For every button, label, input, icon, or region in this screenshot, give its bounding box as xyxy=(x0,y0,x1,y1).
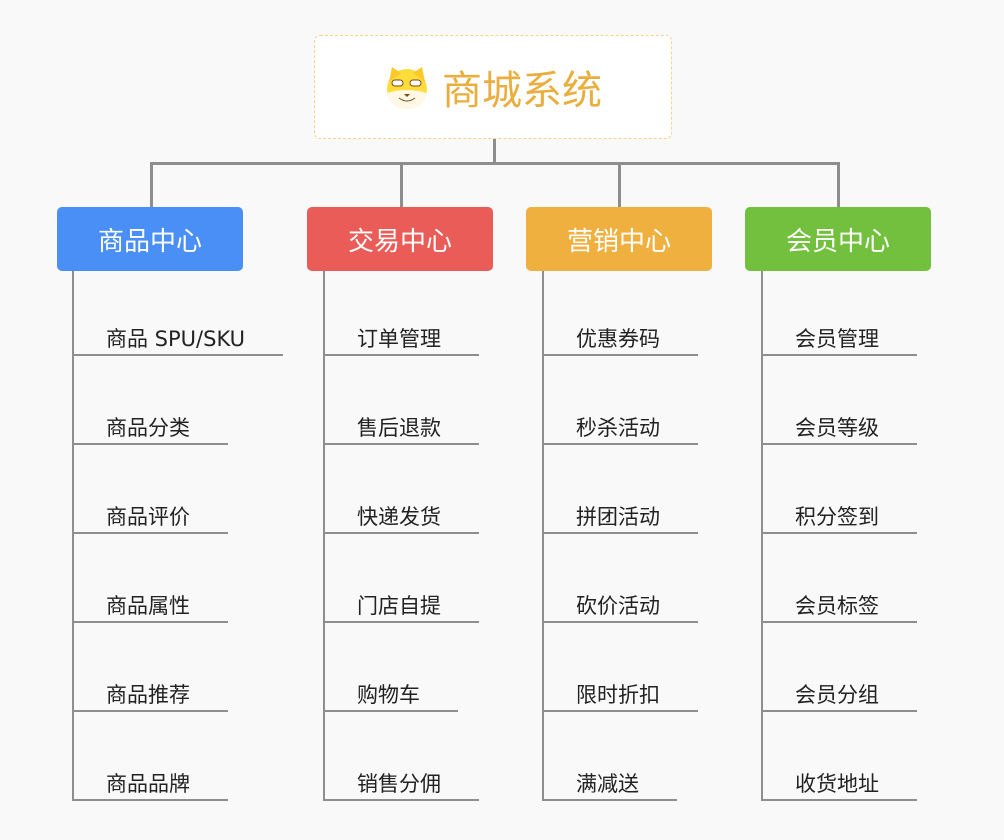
leaf-node: 商品品牌 xyxy=(72,769,228,801)
connector xyxy=(150,162,153,207)
branch-line xyxy=(72,271,74,801)
category-node: 会员中心 xyxy=(745,207,931,271)
branch-line xyxy=(323,271,325,801)
connector xyxy=(400,162,403,207)
connector xyxy=(493,139,496,164)
leaf-node: 销售分佣 xyxy=(323,769,479,801)
leaf-node: 砍价活动 xyxy=(542,591,698,623)
leaf-node: 拼团活动 xyxy=(542,502,698,534)
category-node: 交易中心 xyxy=(307,207,493,271)
leaf-node: 订单管理 xyxy=(323,324,479,356)
leaf-node: 商品评价 xyxy=(72,502,228,534)
leaf-node: 商品属性 xyxy=(72,591,228,623)
branch-line xyxy=(761,271,763,801)
root-node: 商城系统 xyxy=(314,35,672,139)
leaf-node: 满减送 xyxy=(542,769,677,801)
leaf-node: 商品 SPU/SKU xyxy=(72,324,284,356)
leaf-node: 限时折扣 xyxy=(542,680,698,712)
connector xyxy=(150,162,840,165)
root-title: 商城系统 xyxy=(442,68,602,114)
leaf-node: 优惠券码 xyxy=(542,324,698,356)
leaf-node: 积分签到 xyxy=(761,502,917,534)
leaf-node: 门店自提 xyxy=(323,591,479,623)
shiba-dog-icon xyxy=(387,67,427,109)
leaf-node: 会员等级 xyxy=(761,413,917,445)
leaf-node: 会员标签 xyxy=(761,591,917,623)
connector xyxy=(837,162,840,207)
leaf-node: 收货地址 xyxy=(761,769,917,801)
leaf-node: 会员管理 xyxy=(761,324,917,356)
leaf-node: 商品分类 xyxy=(72,413,228,445)
category-node: 营销中心 xyxy=(526,207,712,271)
leaf-node: 会员分组 xyxy=(761,680,917,712)
category-node: 商品中心 xyxy=(57,207,243,271)
leaf-node: 售后退款 xyxy=(323,413,479,445)
leaf-node: 购物车 xyxy=(323,680,458,712)
leaf-node: 秒杀活动 xyxy=(542,413,698,445)
leaf-node: 快递发货 xyxy=(323,502,479,534)
connector xyxy=(618,162,621,207)
branch-line xyxy=(542,271,544,801)
leaf-node: 商品推荐 xyxy=(72,680,228,712)
